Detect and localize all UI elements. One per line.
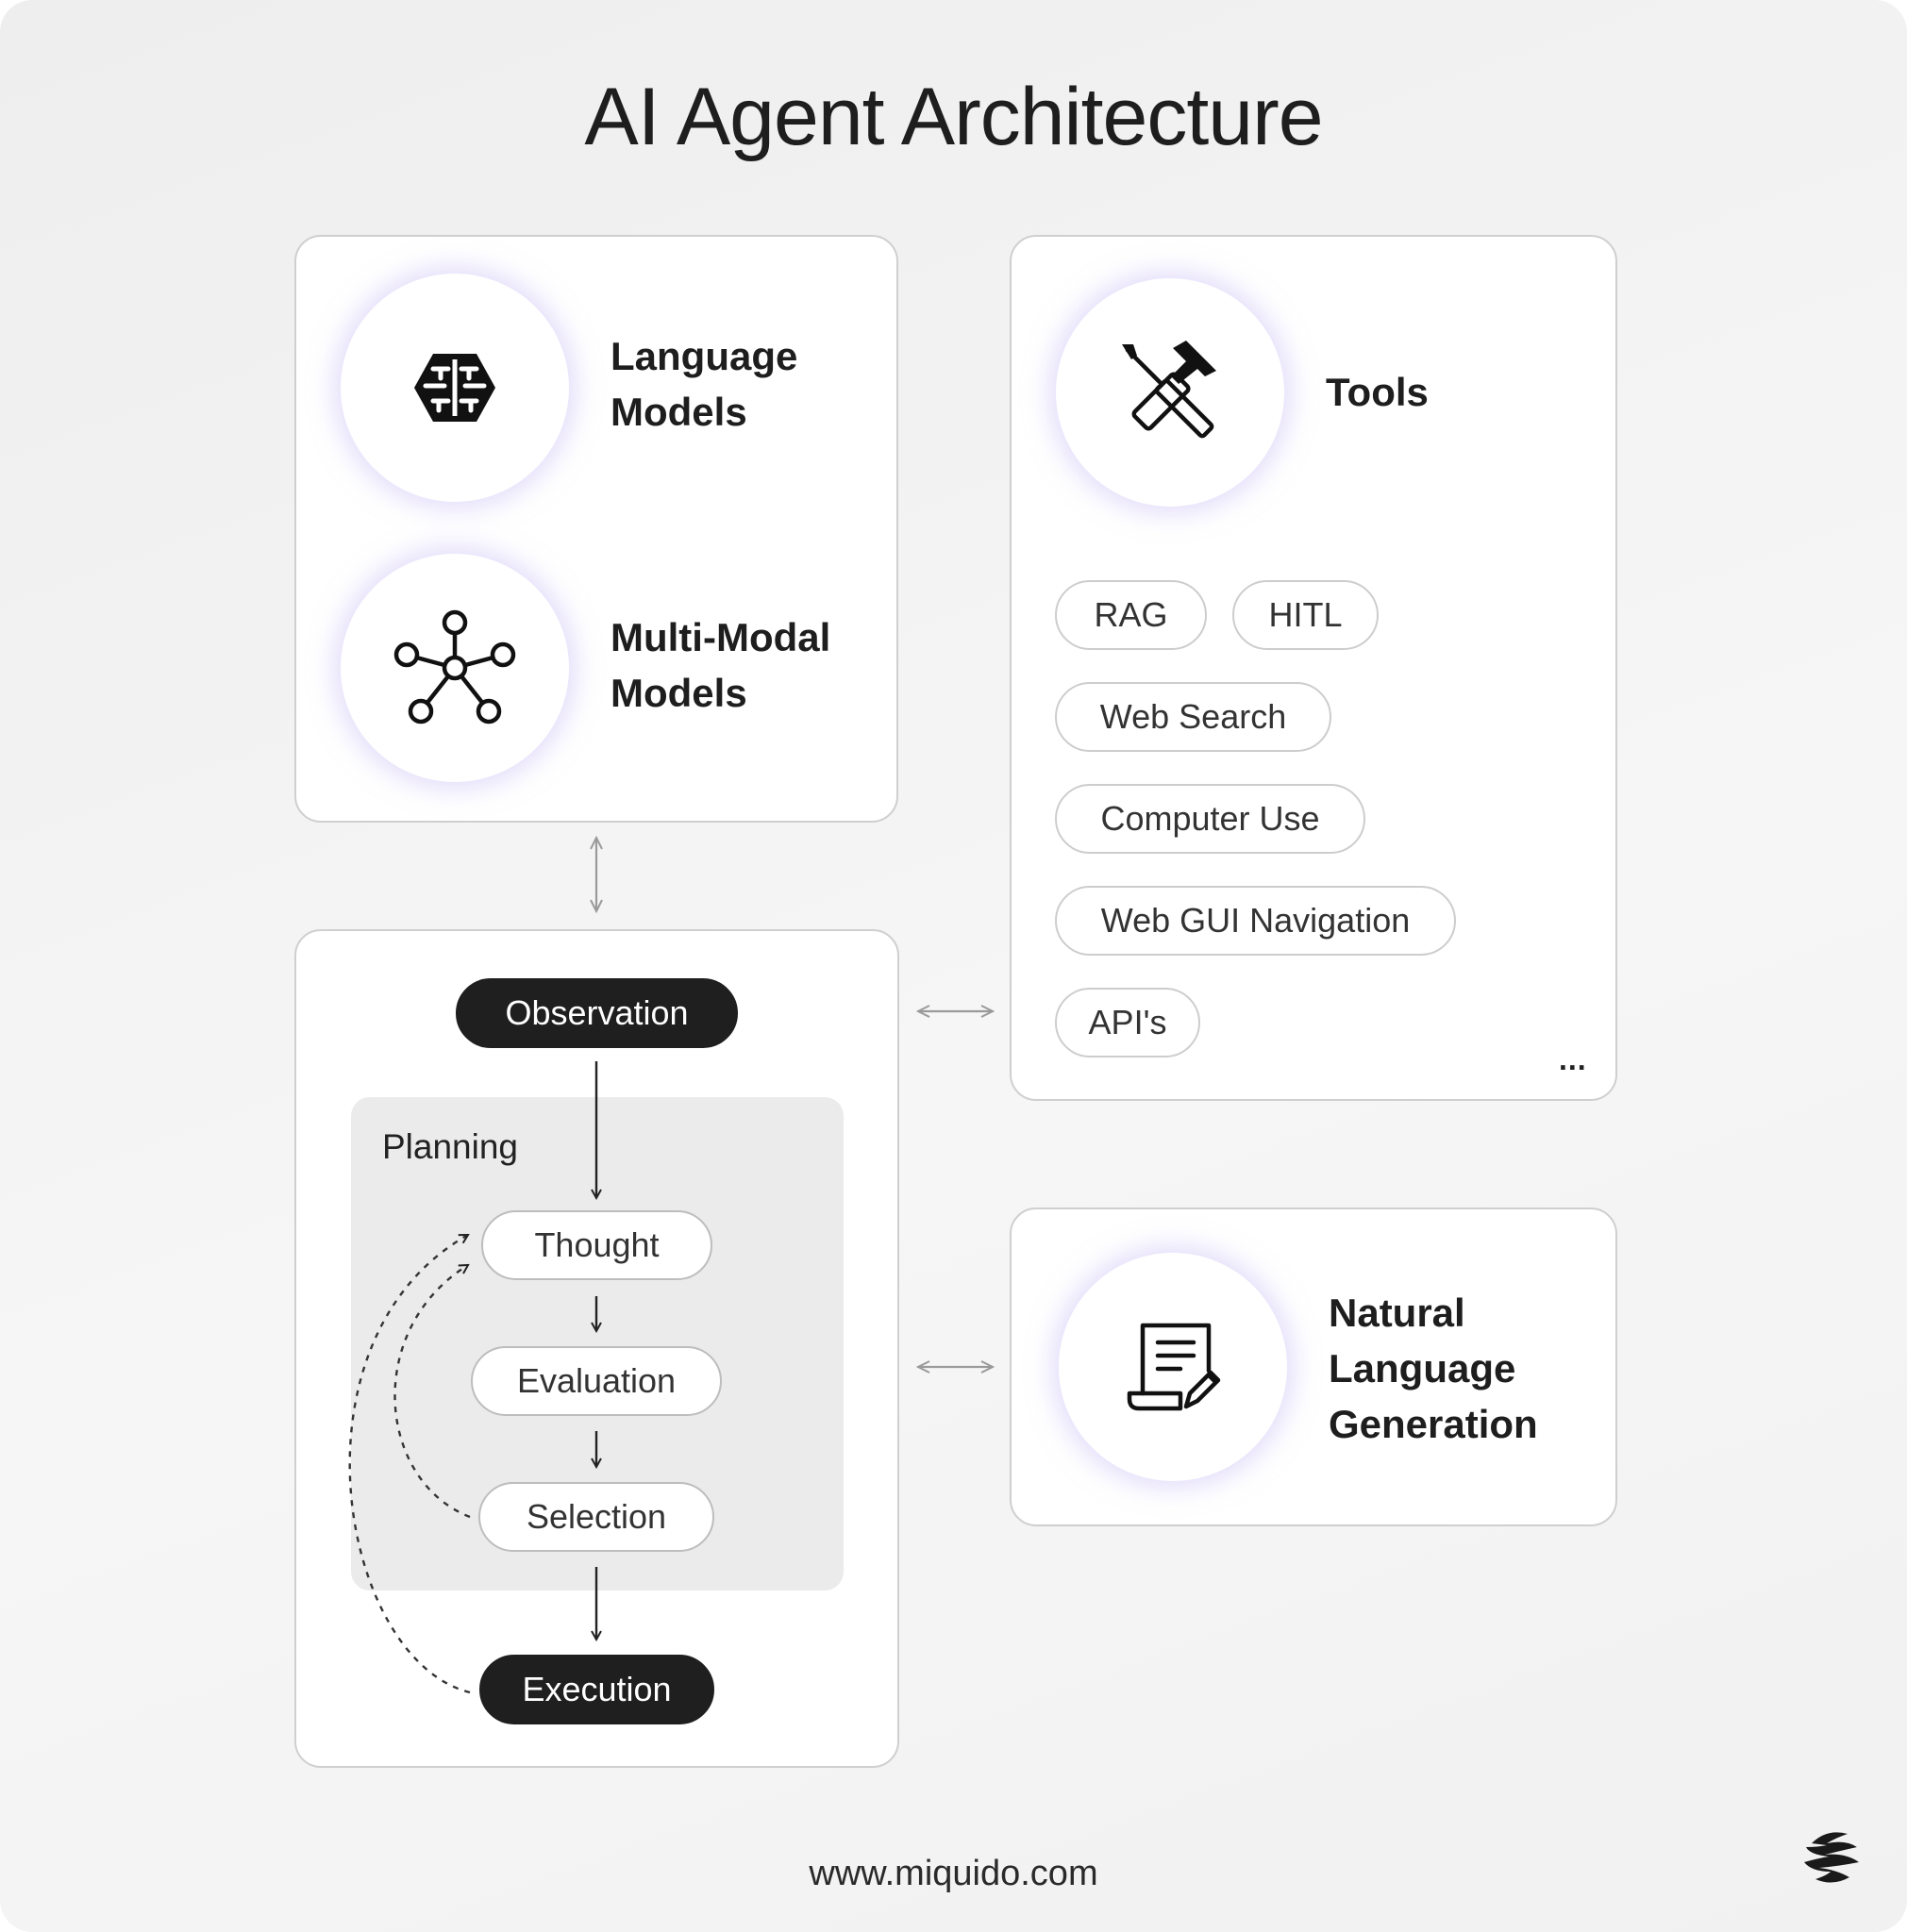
tools-label: Tools (1326, 370, 1429, 414)
selection-node: Selection (478, 1482, 714, 1552)
brain-icon (414, 354, 495, 422)
execution-node: Execution (479, 1655, 714, 1724)
tool-pill-web-gui-navigation: Web GUI Navigation (1055, 886, 1456, 956)
multimodal-models-label: Multi-Modal Models (611, 615, 831, 715)
footer-url: www.miquido.com (809, 1854, 1098, 1893)
models-card: Language Models (294, 235, 898, 823)
thought-node: Thought (481, 1210, 712, 1280)
tool-pill-web-search: Web Search (1055, 682, 1331, 752)
tools-icon-circle (1056, 278, 1284, 507)
tool-pill-computer-use: Computer Use (1055, 784, 1365, 854)
nlg-icon-circle (1059, 1253, 1287, 1481)
multimodal-models-icon-circle (341, 554, 569, 782)
language-models-label: Language Models (611, 334, 798, 434)
miquido-logo-icon (1804, 1832, 1859, 1883)
observation-node: Observation (456, 978, 738, 1048)
planning-label: Planning (382, 1127, 519, 1166)
more-tools-ellipsis: ... (1559, 1042, 1587, 1076)
document-pen-icon (1127, 1323, 1221, 1411)
evaluation-node: Evaluation (471, 1346, 722, 1416)
network-hub-icon (393, 609, 516, 724)
tool-pill-hitl: HITL (1232, 580, 1379, 650)
tool-pill-rag: RAG (1055, 580, 1207, 650)
language-models-icon-circle (341, 274, 569, 502)
tools-icon (1122, 341, 1216, 439)
tools-card: Tools RAG HITL Web Search Computer Use W… (1010, 235, 1617, 1101)
tool-pill-apis: API's (1055, 988, 1200, 1058)
page-title: AI Agent Architecture (584, 72, 1323, 162)
nlg-card: Natural Language Generation (1010, 1208, 1617, 1526)
nlg-label: Natural Language Generation (1329, 1291, 1538, 1446)
